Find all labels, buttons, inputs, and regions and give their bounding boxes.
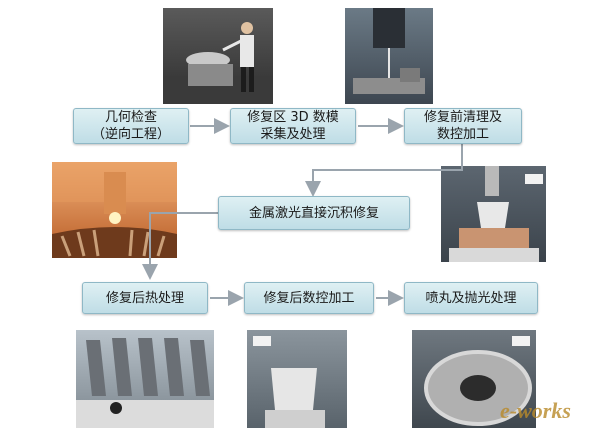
blade-ring-illustration	[76, 338, 214, 428]
machined-illustration	[253, 336, 325, 428]
photo-cnc-scan	[345, 8, 433, 104]
disk-illustration	[424, 336, 532, 426]
watermark-logo: e-works	[500, 398, 571, 423]
step-s3-line1: 修复前清理及	[423, 110, 502, 125]
step-s5-label: 修复后热处理	[105, 290, 184, 306]
photo-machined-part	[247, 330, 347, 428]
photo-polished-disk	[412, 330, 536, 428]
step-s4-label: 金属激光直接沉积修复	[248, 205, 379, 221]
step-geometry-inspection: 几何检查 （逆向工程）	[73, 108, 189, 144]
step-s1-line2: （逆向工程）	[91, 127, 170, 142]
step-s2-line2: 采集及处理	[260, 127, 326, 142]
photo-blade-ring	[76, 330, 214, 428]
step-3d-model: 修复区 3D 数模 采集及处理	[230, 108, 356, 144]
step-s6-label: 修复后数控加工	[263, 290, 355, 306]
deposit-illustration	[449, 166, 543, 262]
step-laser-deposition: 金属激光直接沉积修复	[218, 196, 410, 230]
photo-deposited-part	[441, 166, 546, 262]
laser-illustration	[52, 162, 177, 258]
step-post-cnc-machining: 修复后数控加工	[244, 282, 374, 314]
step-post-heat-treatment: 修复后热处理	[82, 282, 208, 314]
inspection-illustration	[163, 22, 273, 104]
step-s3-line2: 数控加工	[436, 127, 489, 142]
step-s1-line1: 几何检查	[104, 110, 157, 125]
step-s2-line1: 修复区 3D 数模	[247, 110, 339, 125]
photo-laser-deposition	[52, 162, 177, 258]
step-s7-label: 喷丸及抛光处理	[425, 290, 517, 306]
step-shot-peening-polishing: 喷丸及抛光处理	[404, 282, 538, 314]
step-pre-repair-cleaning: 修复前清理及 数控加工	[404, 108, 522, 144]
cnc-illustration	[353, 8, 425, 94]
arrow-s4-s5	[142, 212, 218, 280]
arrow-s3-s4	[305, 143, 463, 197]
photo-inspection-operator	[163, 8, 273, 104]
